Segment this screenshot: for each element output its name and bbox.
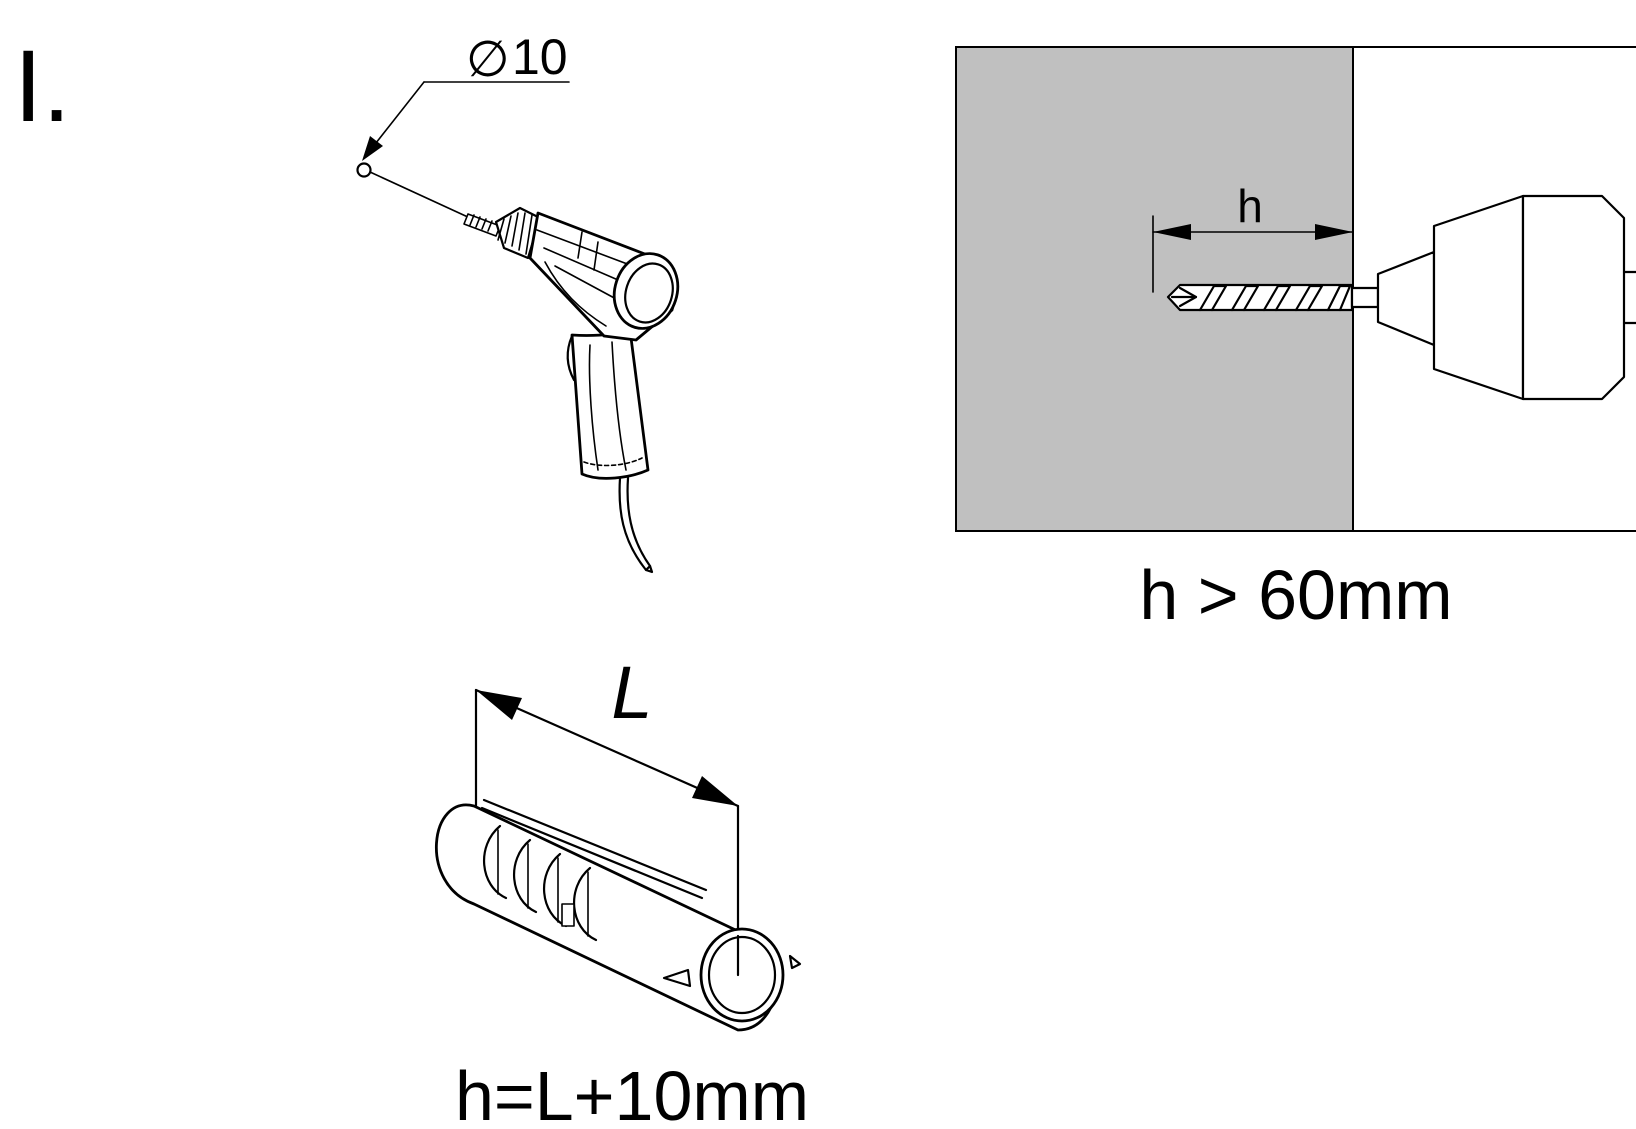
wall-anchor-illustration: L h=L+10mm <box>435 651 809 1129</box>
target-hole <box>356 162 372 178</box>
step-label: I. <box>14 29 71 143</box>
drill-bit-in-wall <box>1166 283 1354 312</box>
drill-axis-line <box>369 171 471 219</box>
drill-target-point <box>356 162 471 219</box>
depth-dimension-label: h <box>1237 180 1263 232</box>
depth-requirement: h > 60mm <box>1139 556 1452 634</box>
electric-drill-illustration <box>463 206 680 574</box>
drill-motor-cap <box>612 252 680 330</box>
diameter-value: 10 <box>512 29 568 85</box>
diameter-callout: ∅ 10 <box>362 29 570 161</box>
dimension-arrow-left <box>1153 224 1191 240</box>
anchor-formula: h=L+10mm <box>455 1057 809 1129</box>
drill-bit <box>463 213 501 237</box>
dimension-arrow-right <box>1315 224 1353 240</box>
callout-leader <box>371 81 425 149</box>
leader-arrowhead <box>362 136 383 161</box>
depth-dimension: h <box>1152 180 1354 293</box>
length-arrow-right <box>692 776 738 806</box>
diameter-symbol: ∅ <box>466 31 510 87</box>
drill-chuck <box>494 206 542 260</box>
wall-depth-section: h h > 60mm <box>955 46 1636 634</box>
length-dimension: L <box>474 651 740 977</box>
drill-grip <box>566 328 650 480</box>
anchor-opening <box>699 927 785 1023</box>
power-cord <box>618 476 654 574</box>
length-dimension-label: L <box>611 651 652 734</box>
length-arrow-left <box>476 690 522 720</box>
drill-head <box>1350 194 1636 401</box>
